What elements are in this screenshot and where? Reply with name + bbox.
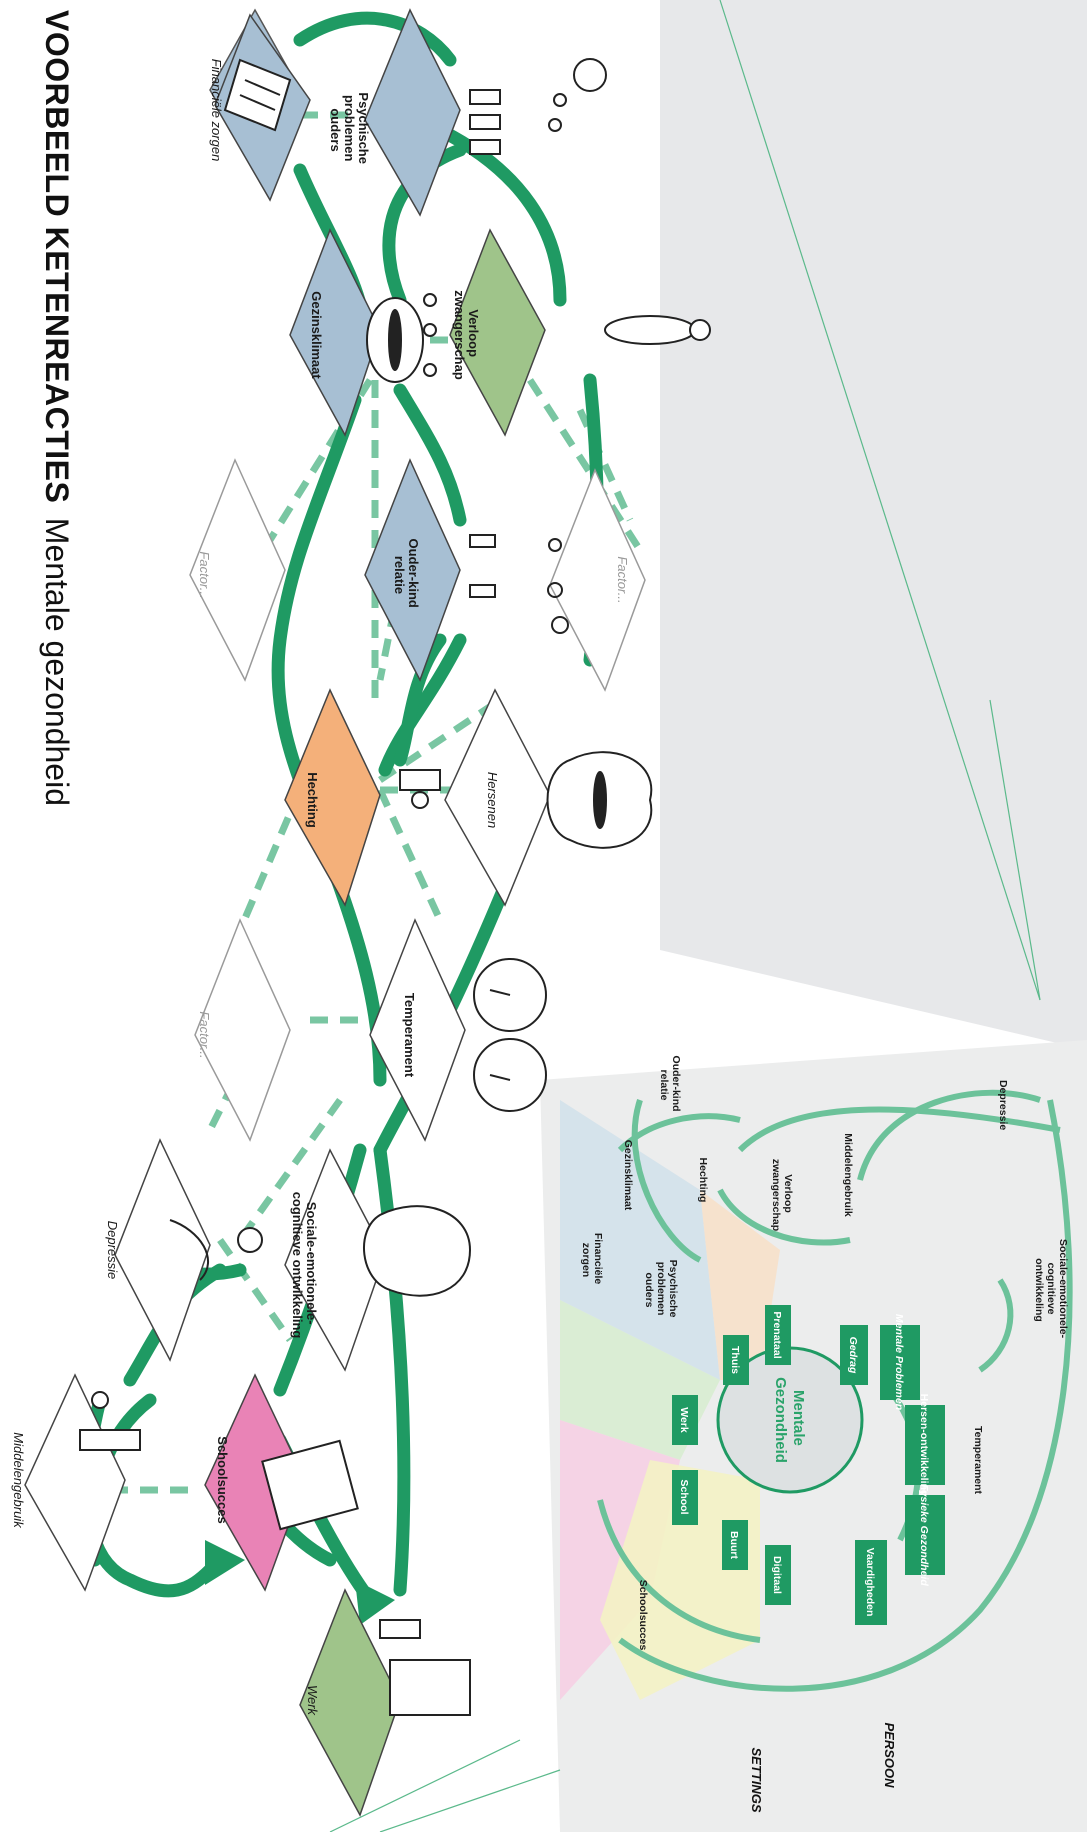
label-hersenen: Hersenen	[485, 772, 500, 828]
arrow-head	[355, 1580, 395, 1625]
inset-label-persoon: PERSOON	[882, 1722, 897, 1788]
inset-box-school-label: School	[678, 1479, 690, 1514]
inset-box-digitaal-label: Digitaal	[771, 1556, 783, 1594]
inset-box-gedrag-label: Gedrag	[847, 1337, 859, 1374]
inset-label-settings: SETTINGS	[749, 1747, 764, 1812]
label-psychische-problemen-ouders: Psychische problemen ouders	[328, 92, 371, 167]
label-werk: Werk	[305, 1685, 320, 1717]
inset-box-buurt-label: Buurt	[728, 1531, 740, 1559]
label-middelengebruik: Middelengebruik	[11, 1432, 26, 1529]
page-title: VOORBEELD KETENREACTIES Mentale gezondhe…	[39, 10, 75, 806]
inset-label-schoolsucces: Schoolsucces	[637, 1580, 649, 1651]
inset-label-temperament: Temperament	[972, 1426, 984, 1495]
plane-psychische-problemen	[365, 10, 460, 215]
plane-hechting	[285, 690, 380, 905]
inset-label-middelengebruik: Middelengebruik	[842, 1133, 854, 1217]
inset-box-thuis-label: Thuis	[729, 1346, 741, 1374]
page-title-sub: Mentale gezondheid	[39, 518, 75, 806]
label-factor-1: Factor...	[197, 551, 212, 598]
page-title-main: VOORBEELD KETENREACTIES	[39, 10, 75, 503]
inset-box-fysieke-label: Fysieke Gezondheid	[918, 1484, 930, 1586]
label-hechting: Hechting	[305, 772, 320, 828]
label-schoolsucces: Schoolsucces	[215, 1436, 230, 1523]
inset-label-depressie: Depressie	[997, 1080, 1009, 1130]
label-sociaal-emotionele: Sociale-emotionele- cognitieve ontwikkel…	[290, 1192, 319, 1339]
diagonal-line	[380, 1770, 560, 1832]
arrow-head	[205, 1540, 245, 1585]
label-factor-2: Factor...	[615, 556, 630, 603]
inset-box-prenataal-label: Prenataal	[771, 1311, 783, 1358]
inset-label-gezinsklimaat: Gezinsklimaat	[622, 1140, 634, 1211]
label-financiele-zorgen: Financiële zorgen	[209, 59, 224, 162]
label-gezinsklimaat: Gezinsklimaat	[309, 291, 324, 379]
inset-label-hechting: Hechting	[697, 1158, 709, 1203]
label-depressie: Depressie	[105, 1221, 120, 1280]
inset-box-mentale-problemen-label: Mentale Problemen	[893, 1314, 905, 1410]
plane-depressie	[115, 1140, 210, 1360]
label-temperament: Temperament	[402, 993, 417, 1078]
inset-box-werk-label: Werk	[678, 1407, 690, 1433]
inset-box-vaardigheden-label: Vaardigheden	[864, 1548, 876, 1617]
inset-box-hersen-label: Hersen-ontwikkeling	[918, 1394, 930, 1497]
label-factor-3: Factor...	[197, 1011, 212, 1058]
